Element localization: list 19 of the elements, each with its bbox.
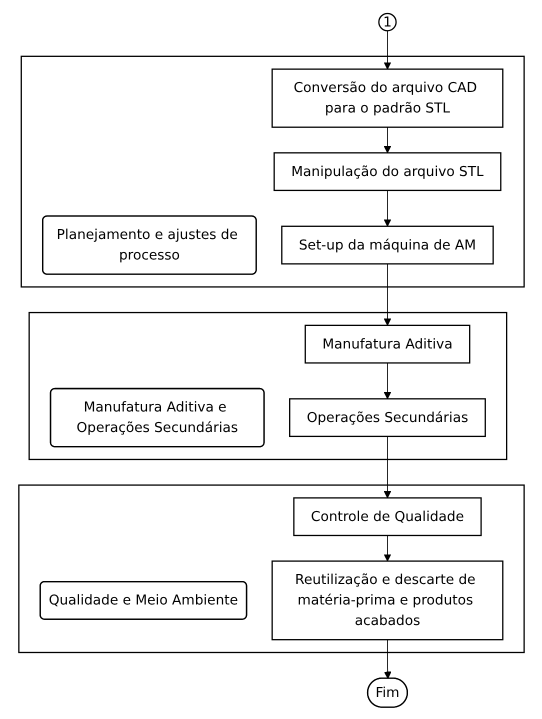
arrow	[383, 639, 391, 679]
arrow	[383, 362, 391, 400]
node-box: Manufatura Aditiva	[304, 324, 470, 364]
arrow	[383, 30, 391, 70]
arrow	[383, 436, 391, 498]
node-box: Set-up da máquina de AM	[280, 226, 494, 265]
arrow	[383, 535, 391, 562]
cluster	[28, 312, 507, 460]
cluster	[20, 56, 524, 288]
node-box: Manipulação do arquivo STL	[273, 152, 501, 192]
node-box: Operações Secundárias	[288, 398, 486, 438]
node-box: Controle de Qualidade	[292, 497, 482, 536]
node-box: Reutilização e descarte de matéria-prima e produtos acabados	[271, 560, 503, 640]
node-box: Conversão do arquivo CAD para o padrão STL	[271, 68, 503, 128]
arrow	[383, 190, 391, 227]
node-circle: 1	[378, 12, 396, 32]
cluster	[18, 484, 524, 654]
arrow	[383, 126, 391, 154]
arrow	[383, 263, 391, 326]
